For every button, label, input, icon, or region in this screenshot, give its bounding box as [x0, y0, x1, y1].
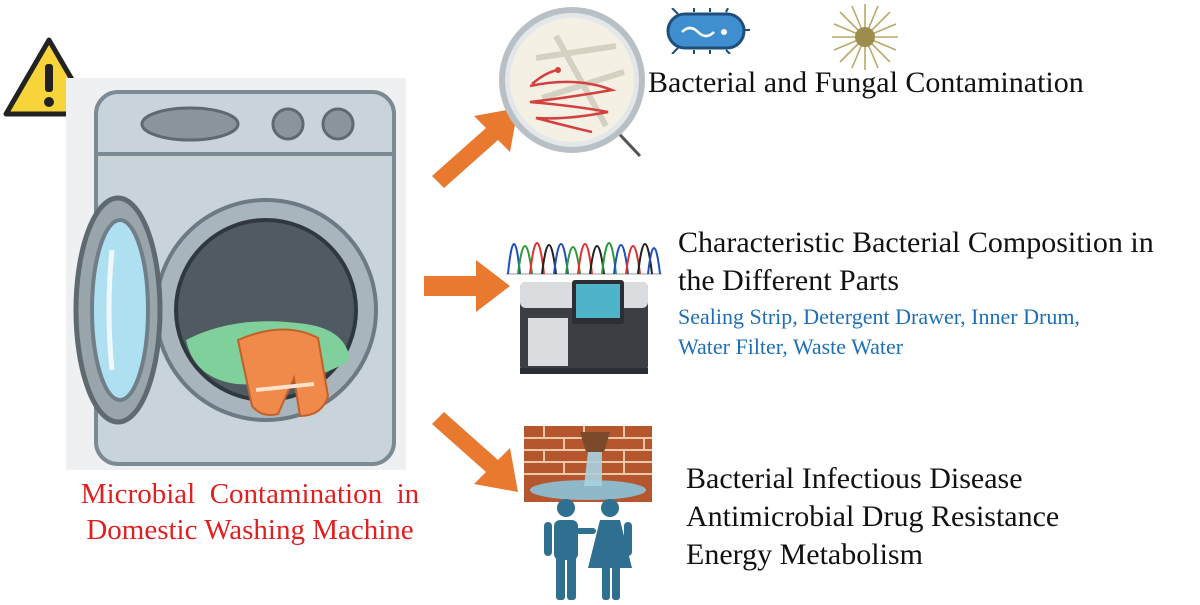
bacterium-icon — [666, 8, 750, 54]
composition-parts: Sealing Strip, Detergent Drawer, Inner D… — [678, 302, 1200, 362]
washer-caption-line1: Microbial Contamination in — [80, 478, 420, 510]
fungus-icon — [832, 4, 898, 70]
outcomes-list: Bacterial Infectious Disease Antimicrobi… — [686, 460, 1059, 574]
arrow-up-right-icon — [432, 108, 518, 188]
composition-title-line1: Characteristic Bacterial Composition in — [678, 226, 1154, 259]
arrow-right-icon — [424, 260, 510, 312]
washer-caption-line2: Domestic Washing Machine — [86, 514, 414, 546]
washer-caption: Microbial Contamination in Domestic Wash… — [40, 476, 460, 548]
petri-dish-icon — [499, 7, 645, 158]
washing-machine-icon — [66, 78, 406, 470]
arrow-down-right-icon — [432, 412, 518, 492]
chromatogram-icon — [506, 242, 662, 275]
outcome-item: Bacterial Infectious Disease — [686, 462, 1023, 495]
outcome-item: Antimicrobial Drug Resistance — [686, 500, 1060, 533]
composition-parts-line2: Water Filter, Waste Water — [678, 334, 904, 359]
composition-title: Characteristic Bacterial Composition in … — [678, 224, 1200, 300]
sewage-pipe-icon — [524, 426, 652, 502]
contamination-title: Bacterial and Fungal Contamination — [648, 66, 1084, 99]
sequencer-icon — [520, 280, 648, 374]
composition-title-line2: the Different Parts — [678, 264, 900, 297]
composition-parts-line1: Sealing Strip, Detergent Drawer, Inner D… — [678, 304, 1080, 329]
people-icon — [544, 499, 632, 600]
outcome-item: Energy Metabolism — [686, 538, 923, 571]
